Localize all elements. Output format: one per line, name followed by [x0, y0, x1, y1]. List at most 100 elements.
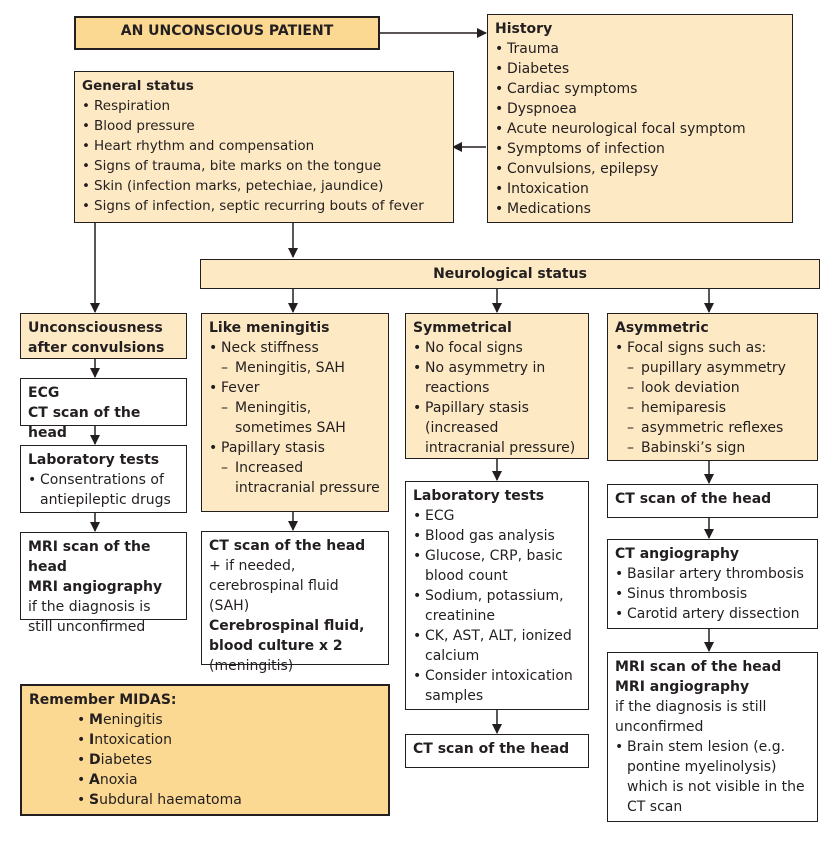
ct-angiography-box: CT angiography Basilar artery thrombosis…	[607, 539, 818, 629]
meningitis-subitem: Meningitis, sometimes SAH	[209, 398, 381, 438]
midas-list: Meningitis Intoxication Diabetes Anoxia …	[29, 710, 381, 810]
general-status-item: Signs of trauma, bite marks on the tongu…	[82, 156, 446, 176]
col3-lab-item: Glucose, CRP, basic blood count	[413, 546, 581, 586]
history-heading: History	[495, 21, 553, 37]
midas-item: Subdural haematoma	[29, 790, 381, 810]
meningitis-item: Papillary stasis	[209, 438, 381, 458]
history-item: Diabetes	[495, 59, 785, 79]
midas-rest: iabetes	[100, 752, 152, 768]
col4-mri-box: MRI scan of the head MRI angiography if …	[607, 652, 818, 822]
asymmetric-list: Focal signs such as: pupillary asymmetry…	[615, 338, 810, 458]
asymmetric-subitem: look deviation	[615, 378, 810, 398]
history-item: Symptoms of infection	[495, 139, 785, 159]
ct-angiography-item: Basilar artery thrombosis	[615, 564, 810, 584]
col3-lab-heading: Laboratory tests	[413, 488, 545, 504]
symmetrical-item: Papillary stasis (increased intracranial…	[413, 398, 581, 458]
col4-ct-label: CT scan of the head	[615, 491, 772, 507]
col3-lab-tests-box: Laboratory tests ECG Blood gas analysis …	[405, 481, 589, 710]
col1-lab-heading: Laboratory tests	[28, 452, 160, 468]
history-box: History Trauma Diabetes Cardiac symptoms…	[487, 14, 793, 223]
col3-lab-item: CK, AST, ALT, ionized calcium	[413, 626, 581, 666]
general-status-list: Respiration Blood pressure Heart rhythm …	[82, 96, 446, 216]
midas-initial: I	[89, 732, 95, 748]
asymmetric-subitem: asymmetric reflexes	[615, 418, 810, 438]
col1-lab-tests-box: Laboratory tests Consentrations of antie…	[20, 445, 187, 513]
midas-item: Intoxication	[29, 730, 381, 750]
title-box: AN UNCONSCIOUS PATIENT	[74, 16, 380, 50]
midas-initial: D	[89, 752, 101, 768]
general-status-item: Skin (infection marks, petechiae, jaundi…	[82, 176, 446, 196]
midas-rest: ntoxication	[94, 732, 172, 748]
symmetrical-item: No asymmetry in reactions	[413, 358, 581, 398]
col3-lab-item: Sodium, potassium, creatinine	[413, 586, 581, 626]
asymmetric-heading: Asymmetric	[615, 320, 709, 336]
col4-mri-note: if the diagnosis is still unconfirmed	[615, 699, 767, 735]
neurological-status-box: Neurological status	[200, 259, 820, 289]
col1-lab-item: Consentrations of antiepileptic drugs	[28, 470, 179, 510]
symmetrical-list: No focal signs No asymmetry in reactions…	[413, 338, 581, 458]
history-item: Convulsions, epilepsy	[495, 159, 785, 179]
general-status-item: Respiration	[82, 96, 446, 116]
midas-item: Meningitis	[29, 710, 381, 730]
col3-lab-item: Blood gas analysis	[413, 526, 581, 546]
col3-lab-list: ECG Blood gas analysis Glucose, CRP, bas…	[413, 506, 581, 706]
general-status-item: Blood pressure	[82, 116, 446, 136]
meningitis-subitem: Increased intracranial pressure	[209, 458, 381, 498]
col1-lab-list: Consentrations of antiepileptic drugs	[28, 470, 179, 510]
col3-ct-box: CT scan of the head	[405, 734, 589, 768]
asymmetric-box: Asymmetric Focal signs such as: pupillar…	[607, 313, 818, 461]
col2-csf-note: + if needed, cerebrospinal fluid (SAH)	[209, 558, 339, 614]
midas-initial: A	[89, 772, 100, 788]
asymmetric-subitem: hemiparesis	[615, 398, 810, 418]
symmetrical-heading: Symmetrical	[413, 320, 512, 336]
history-list: Trauma Diabetes Cardiac symptoms Dyspnoe…	[495, 39, 785, 219]
col1-mri-box: MRI scan of the head MRI angiography if …	[20, 532, 187, 635]
history-item: Cardiac symptoms	[495, 79, 785, 99]
col3-lab-item: ECG	[413, 506, 581, 526]
history-item: Trauma	[495, 39, 785, 59]
midas-rest: eningitis	[102, 712, 163, 728]
meningitis-list: Neck stiffness Meningitis, SAH Fever Men…	[209, 338, 381, 498]
neurological-status-heading: Neurological status	[433, 266, 587, 282]
col2-ct-label: CT scan of the head	[209, 538, 366, 554]
convulsions-heading: Unconsciousness after convulsions	[28, 320, 165, 356]
general-status-box: General status Respiration Blood pressur…	[74, 71, 454, 223]
meningitis-heading: Like meningitis	[209, 320, 330, 336]
midas-rest: noxia	[99, 772, 138, 788]
general-status-item: Signs of infection, septic recurring bou…	[82, 196, 446, 216]
meningitis-item: Neck stiffness	[209, 338, 381, 358]
midas-initial: S	[89, 792, 100, 808]
asymmetric-lead: Focal signs such as:	[615, 338, 810, 358]
ecg-label: ECG	[28, 385, 60, 401]
ct-angiography-heading: CT angiography	[615, 546, 740, 562]
col2-csf-culture-label: Cerebrospinal fluid, blood culture x 2	[209, 618, 365, 654]
midas-heading: Remember MIDAS:	[29, 692, 177, 708]
col2-meningitis-note: (meningitis)	[209, 658, 294, 674]
col4-ct-box: CT scan of the head	[607, 484, 818, 518]
ct-angiography-list: Basilar artery thrombosis Sinus thrombos…	[615, 564, 810, 624]
col4-mri-list: Brain stem lesion (e.g. pontine myelinol…	[615, 737, 810, 817]
ct-head-label: CT scan of the head	[28, 405, 141, 441]
history-item: Acute neurological focal symptom	[495, 119, 785, 139]
history-item: Dyspnoea	[495, 99, 785, 119]
midas-rest: ubdural haematoma	[99, 792, 242, 808]
symmetrical-box: Symmetrical No focal signs No asymmetry …	[405, 313, 589, 459]
midas-item: Diabetes	[29, 750, 381, 770]
col1-mri-angio-label: MRI angiography	[28, 579, 163, 595]
midas-initial: M	[89, 712, 103, 728]
ct-angiography-item: Carotid artery dissection	[615, 604, 810, 624]
col4-mri-label: MRI scan of the head	[615, 659, 782, 675]
asymmetric-subitem: pupillary asymmetry	[615, 358, 810, 378]
ct-angiography-item: Sinus thrombosis	[615, 584, 810, 604]
col4-mri-angio-label: MRI angiography	[615, 679, 750, 695]
col1-mri-label: MRI scan of the head	[28, 539, 151, 575]
col1-mri-note: if the diagnosis is still unconfirmed	[28, 599, 151, 635]
col2-ct-box: CT scan of the head + if needed, cerebro…	[201, 531, 389, 674]
convulsions-box: Unconsciousness after convulsions	[20, 313, 187, 359]
diagram-title: AN UNCONSCIOUS PATIENT	[120, 23, 334, 39]
meningitis-subitem: Meningitis, SAH	[209, 358, 381, 378]
general-status-item: Heart rhythm and compensation	[82, 136, 446, 156]
midas-item: Anoxia	[29, 770, 381, 790]
asymmetric-subitem: Babinski’s sign	[615, 438, 810, 458]
col4-mri-item: Brain stem lesion (e.g. pontine myelinol…	[615, 737, 810, 817]
